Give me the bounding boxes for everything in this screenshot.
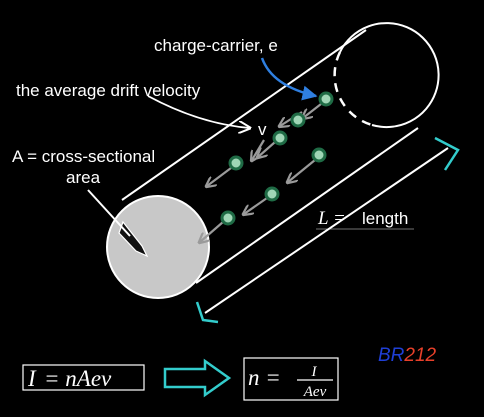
cylinder-far-end-solid (339, 22, 440, 129)
implies-arrow (163, 358, 232, 398)
drift-arrow (207, 167, 232, 186)
watermark-number: 212 (403, 345, 436, 366)
charge-carrier (220, 210, 236, 226)
cylinder-top-edge (121, 29, 367, 201)
current-equation-box (22, 364, 145, 391)
density-numerator: I (311, 364, 318, 380)
density-equation-box (243, 357, 339, 401)
length-arrowhead-bottom (195, 301, 219, 324)
drift-arrow (288, 159, 316, 182)
cylinder-far-end-dashed (333, 51, 373, 127)
density-equation-lhs: n = (248, 365, 281, 390)
length-arrow-line (204, 147, 449, 314)
charge-carrier-label: charge-carrier, e (154, 36, 278, 55)
drift-arrow (244, 197, 268, 214)
length-word: length (362, 209, 408, 228)
charge-carrier (272, 130, 288, 146)
drift-velocity-pointer (147, 95, 250, 128)
watermark: BR212 (378, 345, 437, 366)
charge-carrier (318, 91, 334, 107)
velocity-symbol: v (258, 120, 267, 139)
current-equation-lhs: I (27, 366, 37, 391)
charge-carrier-pointer (260, 57, 318, 101)
charge-carrier (311, 147, 327, 163)
length-arrowhead-top (434, 136, 460, 171)
charge-carrier (264, 186, 280, 202)
density-denominator: Aev (303, 384, 327, 400)
drift-velocity-label: the average drift velocity (16, 81, 201, 100)
charge-carriers (220, 91, 334, 226)
length-symbol: L = (317, 208, 346, 229)
drift-arrow (200, 221, 224, 242)
charge-carrier (228, 155, 244, 171)
watermark-prefix: BR (378, 345, 405, 366)
area-label-line2: area (66, 168, 101, 187)
area-label-line1: A = cross-sectional (12, 147, 155, 166)
drift-arrow (252, 139, 265, 160)
charge-carrier (290, 112, 306, 128)
area-pointer-line (87, 189, 131, 237)
cross-section-face (106, 195, 210, 299)
cylinder-bottom-edge (195, 127, 419, 284)
drift-arrow (303, 103, 322, 118)
current-equation-rhs: = nAev (44, 366, 112, 391)
